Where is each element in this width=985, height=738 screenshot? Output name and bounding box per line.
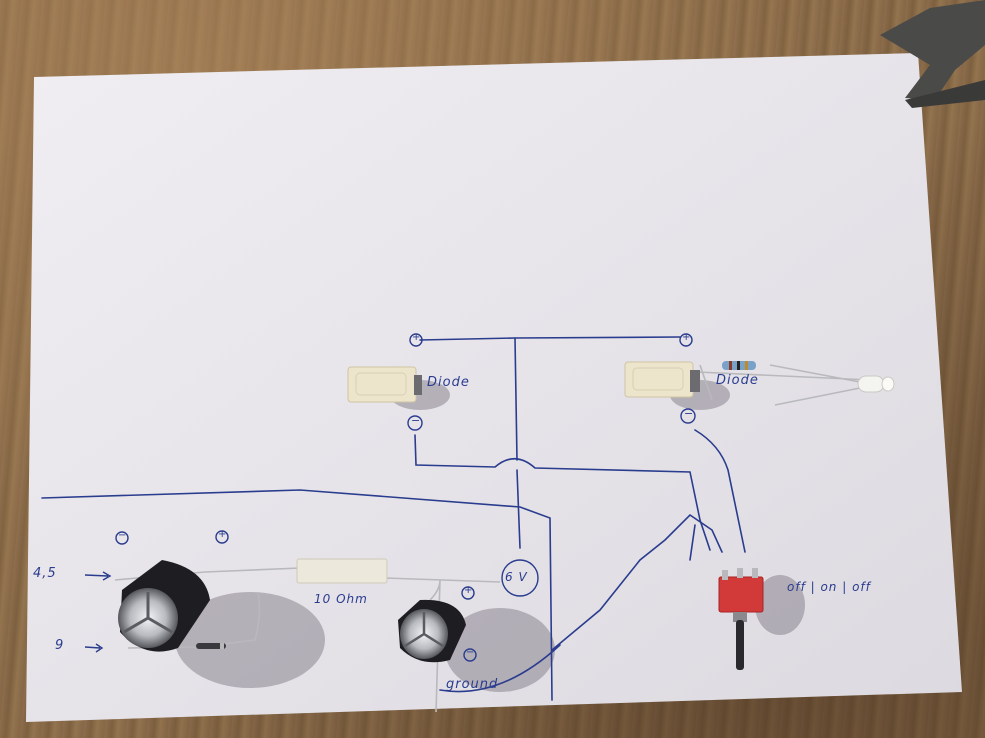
plus-mark-cap-small [461, 586, 475, 600]
minus-glyph-cap-small: − [466, 647, 475, 658]
label-diode-left: Diode [427, 375, 470, 390]
minus-mark-left [407, 415, 423, 431]
minus-glyph-right: − [684, 407, 694, 420]
minus-mark-cap-small [463, 648, 477, 662]
label-input-45: 4,5 [33, 566, 57, 581]
small-capacitor [398, 599, 466, 663]
caliper-tool [880, 0, 985, 108]
minus-mark-cap [115, 531, 129, 545]
label-ground: ground [446, 677, 499, 692]
minus-glyph-cap: − [118, 530, 127, 541]
ink-wiring [41, 336, 746, 701]
power-resistor [296, 558, 388, 584]
ink-symbols [84, 333, 696, 662]
relay-left [347, 366, 422, 403]
small-resistor [722, 361, 756, 370]
paper-sheet [26, 53, 962, 722]
minus-mark-right [680, 408, 696, 424]
minus-glyph-left: − [411, 414, 421, 427]
component-leads [114, 364, 871, 713]
label-diode-right: Diode [716, 373, 759, 388]
toggle-switch [718, 568, 764, 670]
led [857, 375, 895, 393]
plus-mark-right [679, 333, 693, 347]
label-input-9: 9 [55, 638, 65, 653]
voltage-circle [501, 559, 539, 597]
small-diode [196, 643, 226, 649]
plus-glyph-left: + [412, 332, 421, 343]
plus-glyph-cap: + [218, 529, 227, 540]
relay-right [624, 361, 700, 398]
label-switch: off | on | off [787, 580, 871, 594]
label-voltage: 6 V [505, 570, 528, 584]
plus-mark-left [409, 333, 423, 347]
plus-glyph-right: + [682, 332, 691, 343]
large-capacitor [118, 560, 210, 652]
label-resistor: 10 Ohm [314, 592, 368, 606]
plus-glyph-cap-small: + [464, 585, 473, 596]
plus-mark-cap [215, 530, 229, 544]
